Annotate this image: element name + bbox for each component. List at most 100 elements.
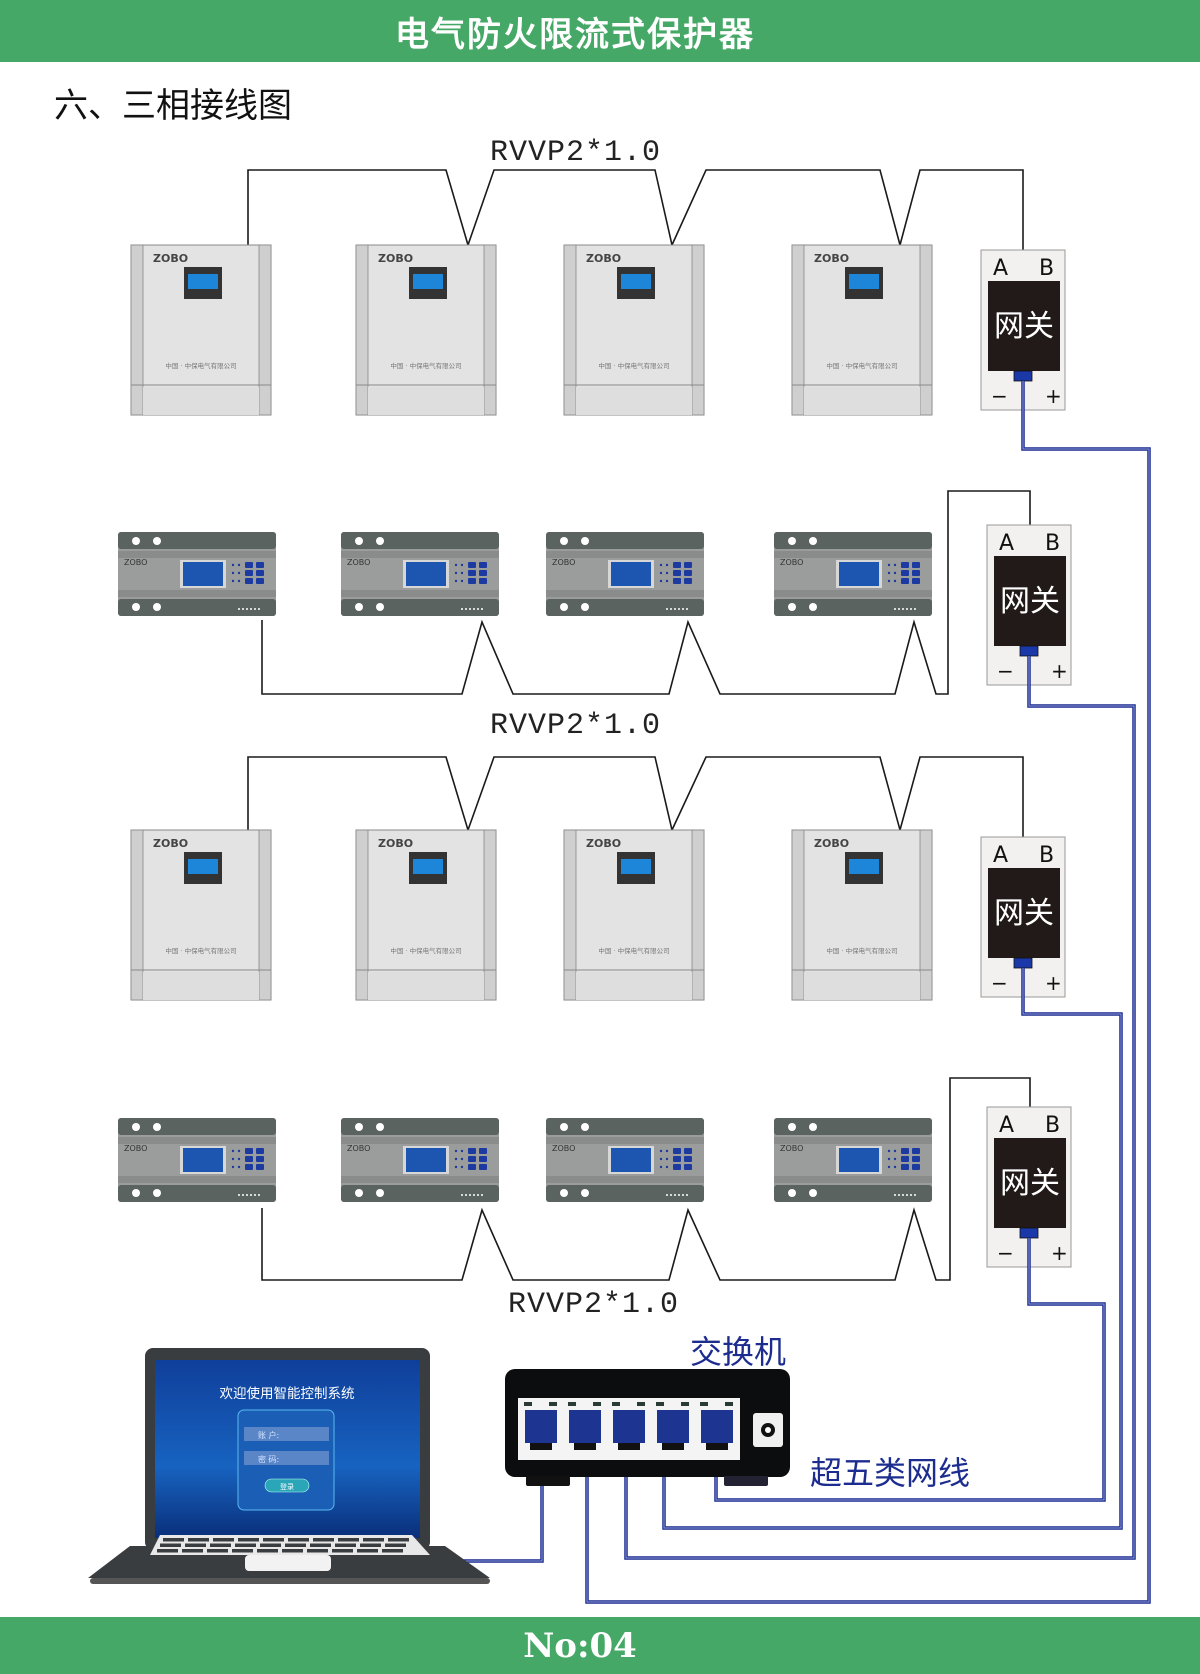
ethernet-port	[1013, 957, 1033, 969]
network-switch	[505, 1369, 790, 1486]
terminal-screw	[132, 1123, 140, 1131]
switch-port-3	[612, 1402, 645, 1450]
maker-label: 中国 · 中保电气有限公司	[826, 946, 897, 955]
brand-logo: ZOBO	[124, 1144, 147, 1153]
lcd-display	[188, 274, 218, 289]
device-key	[912, 578, 920, 584]
lcd-display	[621, 274, 651, 289]
terminal-screw	[809, 603, 817, 611]
lcd-display	[611, 562, 651, 586]
device-key	[912, 570, 920, 576]
terminal-screw	[560, 603, 568, 611]
brand-logo: ZOBO	[552, 1144, 575, 1153]
terminal-screw	[581, 1123, 589, 1131]
rvvp-label-row1: RVVP2*1.0	[490, 136, 661, 170]
login-button[interactable]	[264, 1478, 310, 1493]
protector-din: ZOBO	[341, 532, 499, 616]
protector-din: ZOBO	[546, 532, 704, 616]
terminal-screw	[153, 537, 161, 545]
device-key	[245, 1148, 253, 1154]
device-key	[901, 562, 909, 568]
device-key	[673, 1156, 681, 1162]
device-key	[684, 578, 692, 584]
device-key	[901, 578, 909, 584]
terminal-minus-label: −	[991, 971, 1008, 995]
rs485-bus-row2	[261, 490, 1031, 695]
device-key	[245, 570, 253, 576]
login-button-label: 登录	[280, 1482, 294, 1491]
device-key	[684, 1164, 692, 1170]
device-key	[245, 562, 253, 568]
lcd-display	[849, 274, 879, 289]
terminal-screw	[132, 1189, 140, 1197]
device-key	[673, 1148, 681, 1154]
terminal-screw	[788, 1123, 796, 1131]
terminal-screw	[560, 537, 568, 545]
device-key	[901, 1148, 909, 1154]
lcd-display	[406, 562, 446, 586]
device-key	[479, 562, 487, 568]
device-key	[256, 578, 264, 584]
lcd-display	[183, 1148, 223, 1172]
terminal-screw	[809, 537, 817, 545]
rs485-bus-row3	[247, 756, 1024, 837]
terminal-screw	[560, 1123, 568, 1131]
switch-label: 交换机	[690, 1333, 786, 1371]
maker-label: 中国 · 中保电气有限公司	[390, 946, 461, 955]
device-key	[684, 1156, 692, 1162]
switch-port-2	[568, 1402, 601, 1450]
device-key	[912, 1148, 920, 1154]
device-key	[256, 1156, 264, 1162]
terminal-b-label: B	[1045, 531, 1060, 556]
gateway-label: 网关	[1000, 584, 1060, 619]
lcd-display	[849, 859, 879, 874]
brand-logo: ZOBO	[552, 558, 575, 567]
account-field[interactable]	[244, 1427, 329, 1441]
device-key	[912, 562, 920, 568]
terminal-screw	[355, 1123, 363, 1131]
device-key	[912, 1164, 920, 1170]
device-key	[245, 1156, 253, 1162]
lcd-display	[839, 562, 879, 586]
device-key	[479, 578, 487, 584]
device-key	[468, 562, 476, 568]
brand-logo: ZOBO	[124, 558, 147, 567]
terminal-plus-label: +	[1051, 659, 1068, 683]
brand-logo: ZOBO	[347, 558, 370, 567]
page-header: 电气防火限流式保护器	[0, 0, 1200, 62]
terminal-screw	[581, 1189, 589, 1197]
password-field[interactable]	[244, 1451, 329, 1465]
maker-label: 中国 · 中保电气有限公司	[390, 361, 461, 370]
terminal-screw	[153, 1123, 161, 1131]
terminal-screw	[809, 1189, 817, 1197]
device-key	[468, 578, 476, 584]
device-key	[468, 1148, 476, 1154]
device-key	[901, 570, 909, 576]
rvvp-label-row2: RVVP2*1.0	[490, 709, 661, 743]
terminal-a-label: A	[999, 531, 1014, 556]
device-key	[673, 570, 681, 576]
terminal-screw	[581, 603, 589, 611]
section-title: 六、三相接线图	[54, 86, 292, 126]
device-key	[468, 570, 476, 576]
terminal-screw	[581, 537, 589, 545]
page-number: No:04	[523, 1625, 637, 1666]
ethernet-port	[1019, 645, 1039, 657]
brand-logo: ZOBO	[586, 252, 621, 265]
brand-logo: ZOBO	[378, 837, 413, 850]
device-key	[468, 1164, 476, 1170]
device-key	[673, 578, 681, 584]
terminal-plus-label: +	[1045, 384, 1062, 408]
device-key	[256, 1164, 264, 1170]
ethernet-port	[1013, 370, 1033, 382]
device-key	[684, 1148, 692, 1154]
device-key	[479, 1164, 487, 1170]
account-label: 账 户:	[258, 1430, 279, 1440]
screen-title: 欢迎使用智能控制系统	[220, 1385, 355, 1402]
brand-logo: ZOBO	[586, 837, 621, 850]
lcd-display	[413, 274, 443, 289]
terminal-screw	[355, 603, 363, 611]
